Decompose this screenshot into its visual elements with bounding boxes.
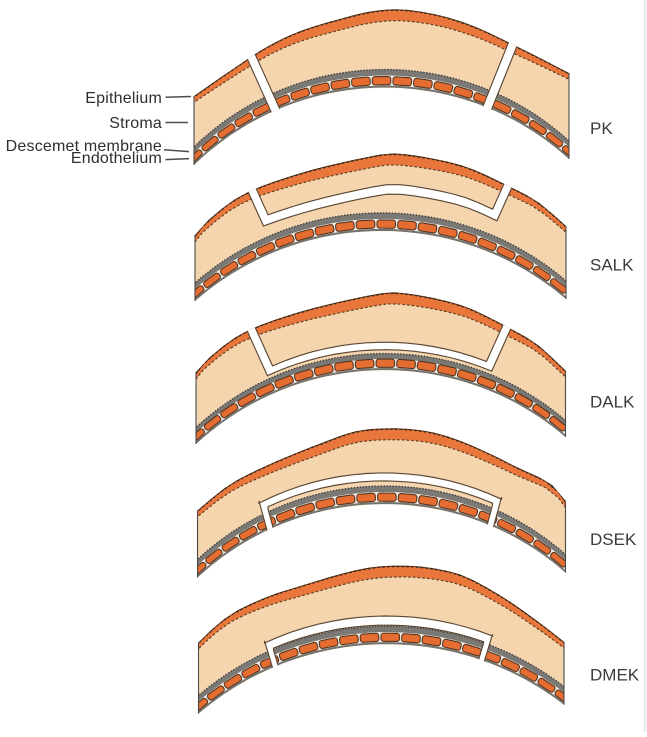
svg-text:DALK: DALK — [590, 393, 635, 412]
svg-text:Epithelium: Epithelium — [85, 90, 162, 107]
svg-text:Endothelium: Endothelium — [71, 150, 162, 167]
svg-text:DSEK: DSEK — [590, 530, 637, 549]
svg-text:DMEK: DMEK — [590, 666, 640, 685]
svg-text:SALK: SALK — [590, 256, 634, 275]
svg-text:Stroma: Stroma — [109, 115, 162, 132]
svg-text:PK: PK — [590, 119, 613, 138]
